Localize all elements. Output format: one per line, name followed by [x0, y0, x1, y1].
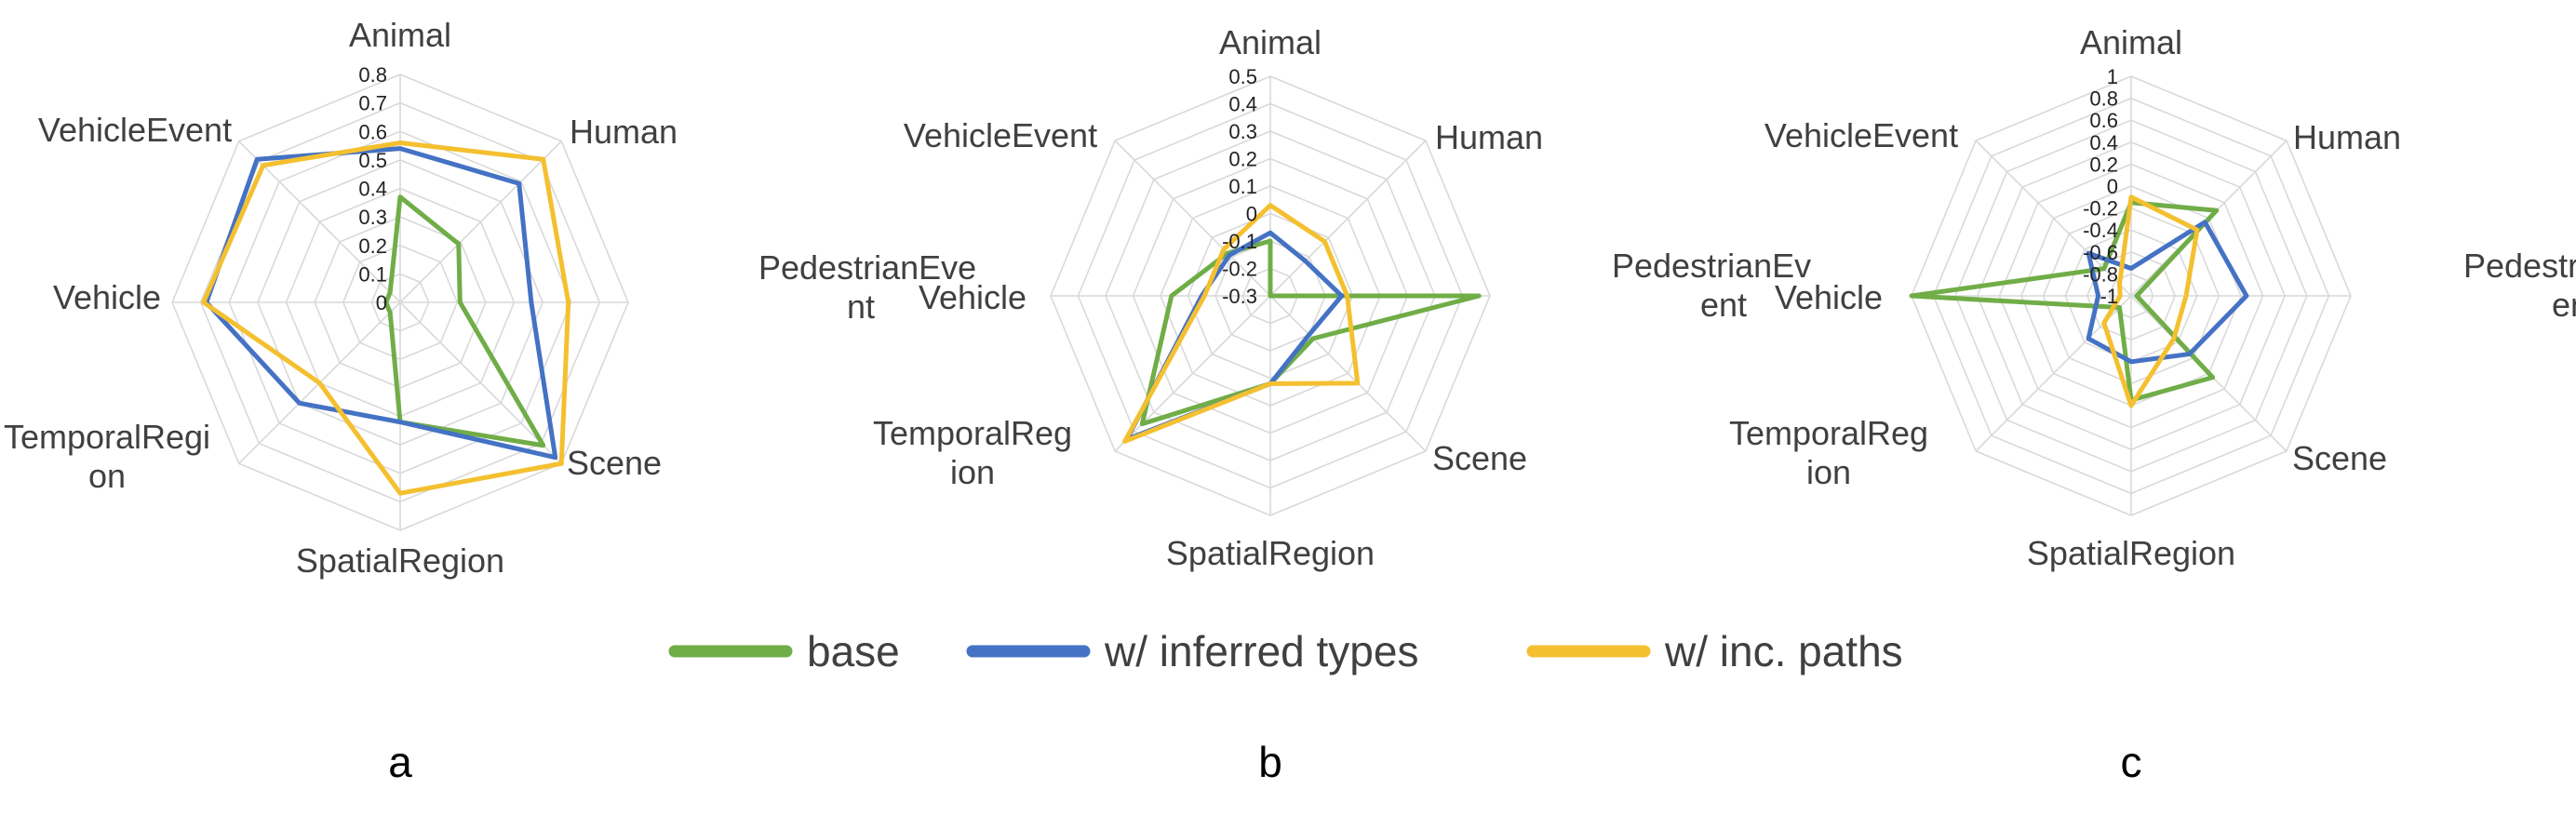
category-label: VehicleEvent — [904, 116, 1097, 154]
legend-label: base — [807, 627, 900, 675]
category-label: Animal — [349, 16, 451, 54]
category-label: SpatialRegion — [296, 541, 504, 580]
tick-label: 0 — [376, 291, 387, 314]
tick-label: 0.4 — [1228, 93, 1257, 116]
tick-label: -0.2 — [2083, 197, 2118, 220]
radar-chart-c: -1-0.8-0.6-0.4-0.200.20.40.60.81 AnimalHu… — [1729, 23, 2576, 786]
tick-label: 0.6 — [358, 120, 387, 143]
tick-label: 0.1 — [1228, 175, 1257, 198]
legend-item: w/ inferred types — [966, 627, 1418, 675]
tick-label: -1 — [2100, 285, 2118, 308]
panel-letter: a — [388, 738, 412, 786]
tick-label: 0.1 — [358, 262, 387, 286]
legend-label: w/ inc. paths — [1664, 627, 1903, 675]
legend: base w/ inferred types w/ inc. paths — [668, 627, 1903, 675]
grid-spoke — [238, 140, 401, 303]
category-label: VehicleEvent — [1764, 116, 1958, 154]
series-w-inferred-types-line — [204, 146, 558, 461]
tick-label: -0.6 — [2083, 241, 2118, 264]
category-label: Scene — [567, 444, 662, 482]
grid-spoke — [1114, 140, 1271, 297]
tick-label: -0.2 — [1222, 258, 1257, 281]
category-label: Vehicle — [919, 278, 1026, 316]
radar-chart-a: 0 0.1 0.2 0.3 0.4 0.5 0.6 0.7 0.8 AnimalHumanPede… — [4, 16, 976, 786]
tick-label: 0.2 — [1228, 148, 1257, 171]
category-label: Scene — [1432, 439, 1527, 477]
tick-label: 0 — [1246, 203, 1257, 226]
radar-chart-b: -0.3 -0.2 -0.1 0 0.1 0.2 0.3 0.4 0.5 AnimalHumanP… — [873, 23, 1811, 786]
category-label: Human — [1435, 118, 1543, 156]
legend-label: w/ inferred types — [1104, 627, 1418, 675]
tick-label: 0.3 — [358, 206, 387, 229]
tick-label: 0.2 — [358, 234, 387, 258]
category-label: SpatialRegion — [1166, 534, 1375, 572]
tick-label: -0.4 — [2083, 219, 2118, 242]
grid-spoke — [399, 301, 562, 464]
category-label: VehicleEvent — [38, 111, 232, 149]
category-label: Human — [570, 113, 678, 151]
series-w-inc-paths-line — [2101, 194, 2200, 408]
grid-spoke — [1269, 295, 1427, 452]
series-base-line — [383, 194, 546, 448]
legend-item: w/ inc. paths — [1526, 627, 1903, 675]
tick-label: 0.5 — [1228, 65, 1257, 88]
category-label: Vehicle — [53, 278, 161, 316]
tick-label: 0.8 — [2089, 87, 2118, 111]
panel-letter: b — [1258, 738, 1282, 786]
tick-label: 0.5 — [358, 149, 387, 172]
series-w-inc-paths-line — [201, 140, 571, 496]
tick-label: -0.3 — [1222, 285, 1257, 308]
category-label: Animal — [2080, 23, 2182, 61]
grid-spoke — [399, 140, 562, 303]
radar-panels: 0 0.1 0.2 0.3 0.4 0.5 0.6 0.7 0.8 AnimalHumanPede… — [4, 16, 2576, 786]
tick-label: 0.8 — [358, 63, 387, 87]
tick-label: 0.4 — [2089, 131, 2118, 154]
tick-label: 0.7 — [358, 92, 387, 115]
tick-label: 0.6 — [2089, 109, 2118, 132]
category-label: SpatialRegion — [2027, 534, 2235, 572]
tick-label: 1 — [2107, 65, 2118, 88]
tick-label: -0.1 — [1222, 230, 1257, 253]
category-label: Vehicle — [1775, 278, 1883, 316]
legend-item: base — [668, 627, 900, 675]
tick-label: 0.2 — [2089, 153, 2118, 176]
series-w-inferred-types-line — [2086, 220, 2249, 365]
category-label: Human — [2293, 118, 2401, 156]
tick-label: 0.3 — [1228, 120, 1257, 143]
grid-spoke — [1269, 140, 1427, 297]
tick-label: 0 — [2107, 175, 2118, 198]
category-label: Animal — [1219, 23, 1322, 61]
tick-label: -0.8 — [2083, 262, 2118, 286]
series-w-inc-paths-line — [1122, 203, 1361, 444]
category-label: Scene — [2292, 439, 2387, 477]
tick-label: 0.4 — [358, 178, 387, 201]
panel-letter: c — [2121, 738, 2142, 786]
